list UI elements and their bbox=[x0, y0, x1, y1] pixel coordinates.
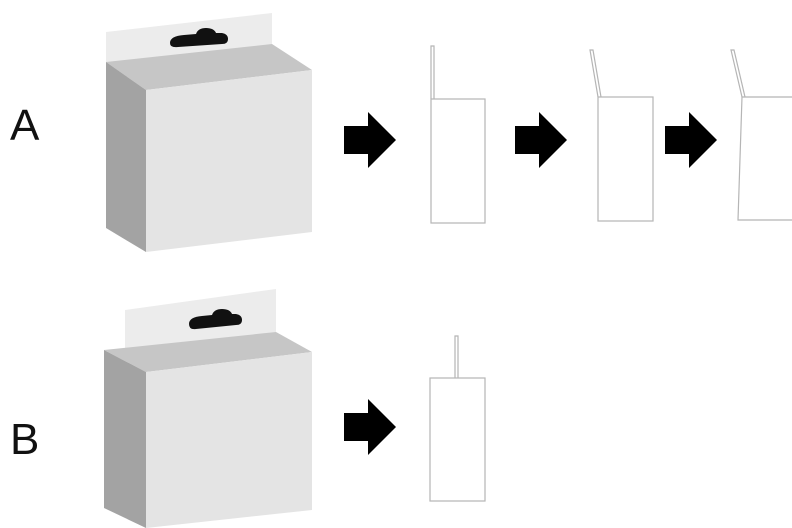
fold-step-1-body bbox=[430, 98, 486, 224]
box-b-side-face bbox=[104, 350, 146, 528]
box-a-hang-hole bbox=[170, 28, 228, 48]
fold-step-3-body bbox=[737, 96, 792, 221]
fold-step-b-body bbox=[429, 377, 486, 502]
box-b-top-face bbox=[104, 332, 312, 372]
fold-step-2-flap bbox=[589, 49, 602, 98]
row-label-a: A bbox=[10, 101, 40, 150]
fold-step-1-flap bbox=[430, 45, 435, 99]
arrow-right-icon bbox=[665, 112, 717, 168]
fold-step-2-outline bbox=[589, 49, 654, 222]
box-a-icon bbox=[106, 13, 312, 252]
box-a-top-face bbox=[106, 44, 312, 90]
fold-step-b-outline bbox=[429, 335, 486, 502]
fold-step-3-flap bbox=[730, 49, 746, 98]
box-a-side-face bbox=[106, 62, 146, 252]
arrow-right-icon bbox=[344, 399, 396, 455]
fold-step-1-outline bbox=[430, 45, 486, 224]
fold-step-3-outline bbox=[730, 49, 792, 221]
box-b-front-face bbox=[146, 352, 312, 528]
fold-step-2-body bbox=[597, 96, 654, 222]
arrow-right-icon bbox=[515, 112, 567, 168]
box-b-hang-hole bbox=[189, 309, 242, 330]
box-a-front-face bbox=[146, 70, 312, 252]
row-label-b: B bbox=[10, 415, 40, 464]
arrow-right-icon bbox=[344, 112, 396, 168]
fold-step-b-flap bbox=[454, 335, 459, 378]
box-b-icon bbox=[104, 289, 312, 528]
